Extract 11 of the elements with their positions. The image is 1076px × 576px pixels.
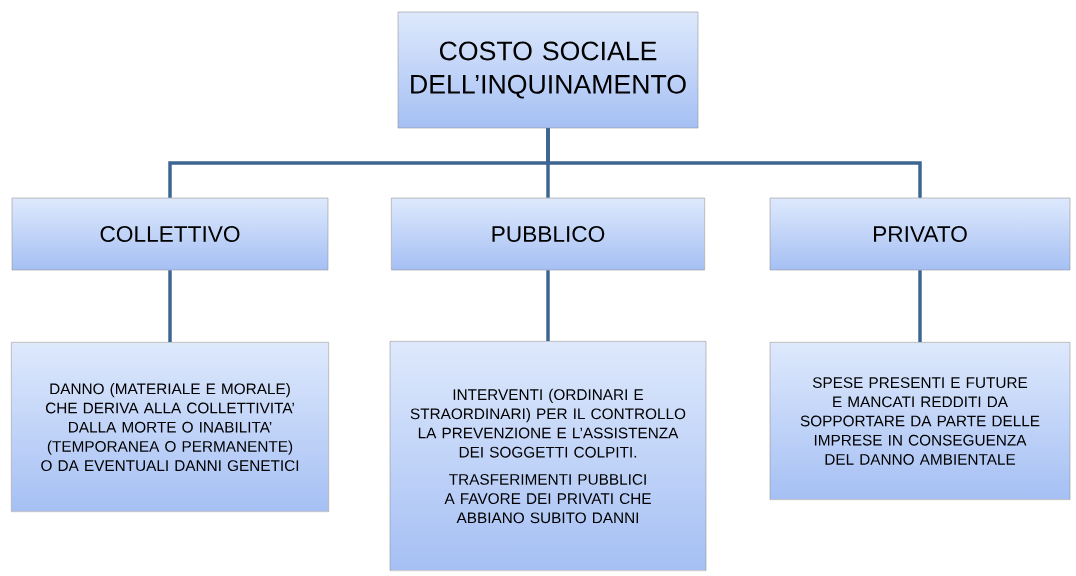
connector-line (546, 128, 922, 198)
text-box: PRIVATO (769, 197, 1071, 271)
text-box: COLLETTIVO (11, 197, 329, 271)
text-box: INTERVENTI (ORDINARI E STRAORDINARI) PER IL CONTROLLO LA PREVENZIONE E L’ASSISTENZA DEI SOGGETTI COLPITI. TRASFERIMENTI PUBBLICI A FAVORE DEI PRIVATI CHE ABBIANO SUBITO DANNI (389, 341, 707, 571)
text-box: PUBBLICO (391, 197, 705, 271)
connector-line (918, 270, 922, 343)
text-box: SPESE PRESENTI E FUTURE E MANCATI REDDITI DA SOPPORTARE DA PARTE DELLE IMPRESE IN CONSEGUENZA DEL DANNO AMBIENTALE (769, 342, 1071, 500)
connector-line (546, 270, 550, 342)
text-box: DANNO (MATERIALE E MORALE) CHE DERIVA ALLA COLLETTIVITA’ DALLA MORTE O INABILITA’ (TEMPORANEA O PERMANENTE) O DA EVENTUALI DANNI GENETICI (11, 342, 329, 512)
text-box: COSTO SOCIALE DELL’INQUINAMENTO (397, 11, 699, 129)
connector-line (168, 270, 172, 343)
